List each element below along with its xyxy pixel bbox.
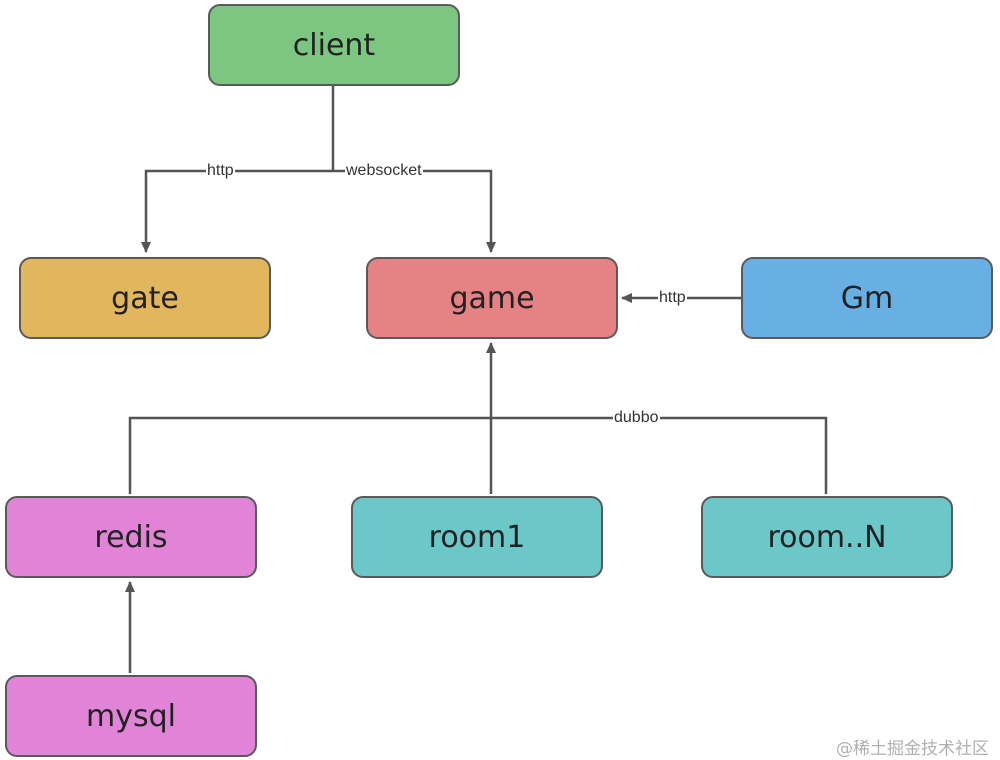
room1-node-label: room1 [428,519,526,555]
game-node: game [366,257,618,339]
client-node: client [208,4,460,86]
redis-node-label: redis [94,519,168,555]
room1-node: room1 [351,496,603,578]
edge-label-dubbo: dubbo [613,409,660,427]
gate-node: gate [19,257,271,339]
client-node-label: client [292,27,376,63]
room-n-node-label: room..N [767,519,887,555]
edge-label-http-gate: http [206,162,235,180]
gm-node: Gm [741,257,993,339]
room-n-node: room..N [701,496,953,578]
mysql-node-label: mysql [86,698,176,734]
edge-label-websocket: websocket [345,162,423,180]
mysql-node: mysql [5,675,257,757]
gm-node-label: Gm [840,280,894,316]
watermark: @稀土掘金技术社区 [836,739,989,759]
edge-client-gate [141,169,333,253]
gate-node-label: gate [111,280,179,316]
edge-client-game [333,169,496,253]
game-node-label: game [449,280,535,316]
edge-dubbo-bus [128,416,828,494]
redis-node: redis [5,496,257,578]
edge-label-http-gm: http [658,289,687,307]
